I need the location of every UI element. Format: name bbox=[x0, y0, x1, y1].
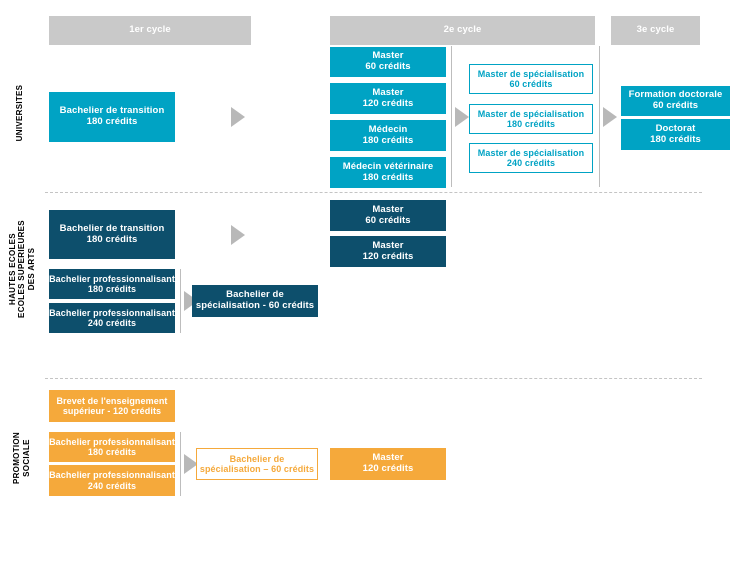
node-formation-doctorale[interactable]: Formation doctorale 60 crédits bbox=[621, 86, 730, 116]
row-label-universites: UNIVERSITES bbox=[12, 68, 28, 158]
node-bachelier-transition-univ[interactable]: Bachelier de transition 180 crédits bbox=[49, 92, 175, 142]
node-master-120-he[interactable]: Master 120 crédits bbox=[330, 236, 446, 267]
node-line2: 240 crédits bbox=[506, 158, 556, 168]
row-label-promotion-sociale: PROMOTION SOCIALE bbox=[11, 413, 33, 503]
node-line1: Bachelier de transition bbox=[59, 105, 165, 117]
divider-ps-bachelier bbox=[180, 432, 181, 496]
node-line2: 60 crédits bbox=[365, 214, 411, 226]
node-line1: Master bbox=[372, 452, 404, 464]
node-line2: 180 crédits bbox=[506, 119, 556, 129]
node-line2: 180 crédits bbox=[86, 116, 138, 127]
node-line2: spécialisation - 60 crédits bbox=[195, 300, 315, 311]
node-line1: Bachelier de transition bbox=[59, 222, 165, 234]
node-bachelier-pro-180-ps[interactable]: Bachelier professionnalisant 180 crédits bbox=[49, 432, 175, 462]
node-bachelier-pro-180-he[interactable]: Bachelier professionnalisant 180 crédits bbox=[49, 269, 175, 299]
node-line1: Master de spécialisation bbox=[477, 108, 585, 119]
node-line1: Master bbox=[372, 203, 404, 215]
node-master-120-ps[interactable]: Master 120 crédits bbox=[330, 448, 446, 480]
divider-he-bachelier bbox=[180, 269, 181, 333]
node-master-specialisation-240[interactable]: Master de spécialisation 240 crédits bbox=[469, 143, 593, 173]
node-bachelier-pro-240-he[interactable]: Bachelier professionnalisant 240 crédits bbox=[49, 303, 175, 333]
node-line1: Master bbox=[372, 86, 404, 98]
row-label-text: HAUTES ECOLES ECOLES SUPERIEURES DES ART… bbox=[7, 220, 36, 318]
node-bachelier-specialisation-he[interactable]: Bachelier de spécialisation - 60 crédits bbox=[192, 285, 318, 317]
node-line2: 180 crédits bbox=[87, 447, 137, 457]
node-medecin-veterinaire-univ[interactable]: Médecin vétérinaire 180 crédits bbox=[330, 157, 446, 188]
column-header-label: 2e cycle bbox=[443, 24, 482, 36]
node-line2: 60 crédits bbox=[652, 100, 699, 111]
node-bachelier-transition-he[interactable]: Bachelier de transition 180 crédits bbox=[49, 210, 175, 259]
arrow-univ-cycle1-to-cycle2 bbox=[231, 107, 245, 127]
column-header-label: 3e cycle bbox=[636, 24, 675, 36]
node-line2: 240 crédits bbox=[87, 318, 137, 328]
node-bachelier-pro-240-ps[interactable]: Bachelier professionnalisant 240 crédits bbox=[49, 465, 175, 496]
node-medecin-univ[interactable]: Médecin 180 crédits bbox=[330, 120, 446, 151]
arrow-ps-bachelier-to-specialisation bbox=[184, 454, 198, 474]
node-master-specialisation-60[interactable]: Master de spécialisation 60 crédits bbox=[469, 64, 593, 94]
node-line2: 180 crédits bbox=[650, 133, 701, 145]
node-line2: 60 crédits bbox=[365, 61, 411, 72]
node-line1: Master bbox=[372, 50, 404, 62]
divider-univ-cycle2-inner bbox=[451, 46, 452, 187]
node-line1: Bachelier professionnalisant bbox=[49, 273, 175, 284]
node-line2: spécialisation – 60 crédits bbox=[199, 464, 315, 474]
node-line2: 180 crédits bbox=[87, 284, 137, 294]
node-line2: supérieur - 120 crédits bbox=[62, 406, 162, 416]
node-line1: Médecin vétérinaire bbox=[342, 160, 434, 172]
node-master-60-he[interactable]: Master 60 crédits bbox=[330, 200, 446, 231]
band-separator-2 bbox=[45, 378, 702, 379]
arrow-univ-cycle2-to-cycle3 bbox=[603, 107, 617, 127]
node-line1: Brevet de l'enseignement bbox=[56, 395, 168, 406]
node-line1: Master de spécialisation bbox=[477, 68, 585, 79]
column-header-2e-cycle: 2e cycle bbox=[330, 16, 595, 45]
column-header-3e-cycle: 3e cycle bbox=[611, 16, 700, 45]
node-line2: 60 crédits bbox=[509, 79, 553, 89]
node-line2: 120 crédits bbox=[362, 97, 414, 109]
node-brevet-enseignement-superieur[interactable]: Brevet de l'enseignement supérieur - 120… bbox=[49, 390, 175, 422]
arrow-univ-master-to-specialisation bbox=[455, 107, 469, 127]
node-master-60-univ[interactable]: Master 60 crédits bbox=[330, 47, 446, 77]
node-doctorat[interactable]: Doctorat 180 crédits bbox=[621, 119, 730, 150]
band-separator-1 bbox=[45, 192, 702, 193]
node-line1: Bachelier de bbox=[229, 453, 285, 464]
node-line2: 120 crédits bbox=[362, 463, 414, 474]
node-bachelier-specialisation-ps[interactable]: Bachelier de spécialisation – 60 crédits bbox=[196, 448, 318, 480]
row-label-hautes-ecoles: HAUTES ECOLES ECOLES SUPERIEURES DES ART… bbox=[7, 219, 37, 319]
node-line1: Bachelier professionnalisant bbox=[49, 307, 175, 318]
node-line1: Médecin bbox=[368, 123, 408, 135]
node-master-120-univ[interactable]: Master 120 crédits bbox=[330, 83, 446, 114]
node-line1: Formation doctorale bbox=[628, 89, 723, 101]
node-line2: 240 crédits bbox=[87, 480, 137, 491]
node-line2: 180 crédits bbox=[362, 171, 414, 183]
node-line1: Master bbox=[372, 239, 404, 251]
node-line1: Master de spécialisation bbox=[477, 147, 585, 158]
column-header-label: 1er cycle bbox=[129, 24, 171, 36]
node-line2: 120 crédits bbox=[362, 250, 414, 262]
node-line2: 180 crédits bbox=[86, 233, 138, 245]
node-line2: 180 crédits bbox=[362, 134, 414, 146]
row-label-text: UNIVERSITES bbox=[15, 84, 25, 142]
divider-univ-cycle2-cycle3 bbox=[599, 46, 600, 187]
node-line1: Bachelier professionnalisant bbox=[49, 470, 175, 481]
node-line1: Bachelier de bbox=[226, 289, 284, 301]
node-line1: Bachelier professionnalisant bbox=[49, 436, 175, 447]
row-label-text: PROMOTION SOCIALE bbox=[12, 431, 31, 485]
node-line1: Doctorat bbox=[655, 122, 696, 134]
arrow-he-cycle1-to-cycle2 bbox=[231, 225, 245, 245]
node-master-specialisation-180[interactable]: Master de spécialisation 180 crédits bbox=[469, 104, 593, 134]
column-header-1er-cycle: 1er cycle bbox=[49, 16, 251, 45]
